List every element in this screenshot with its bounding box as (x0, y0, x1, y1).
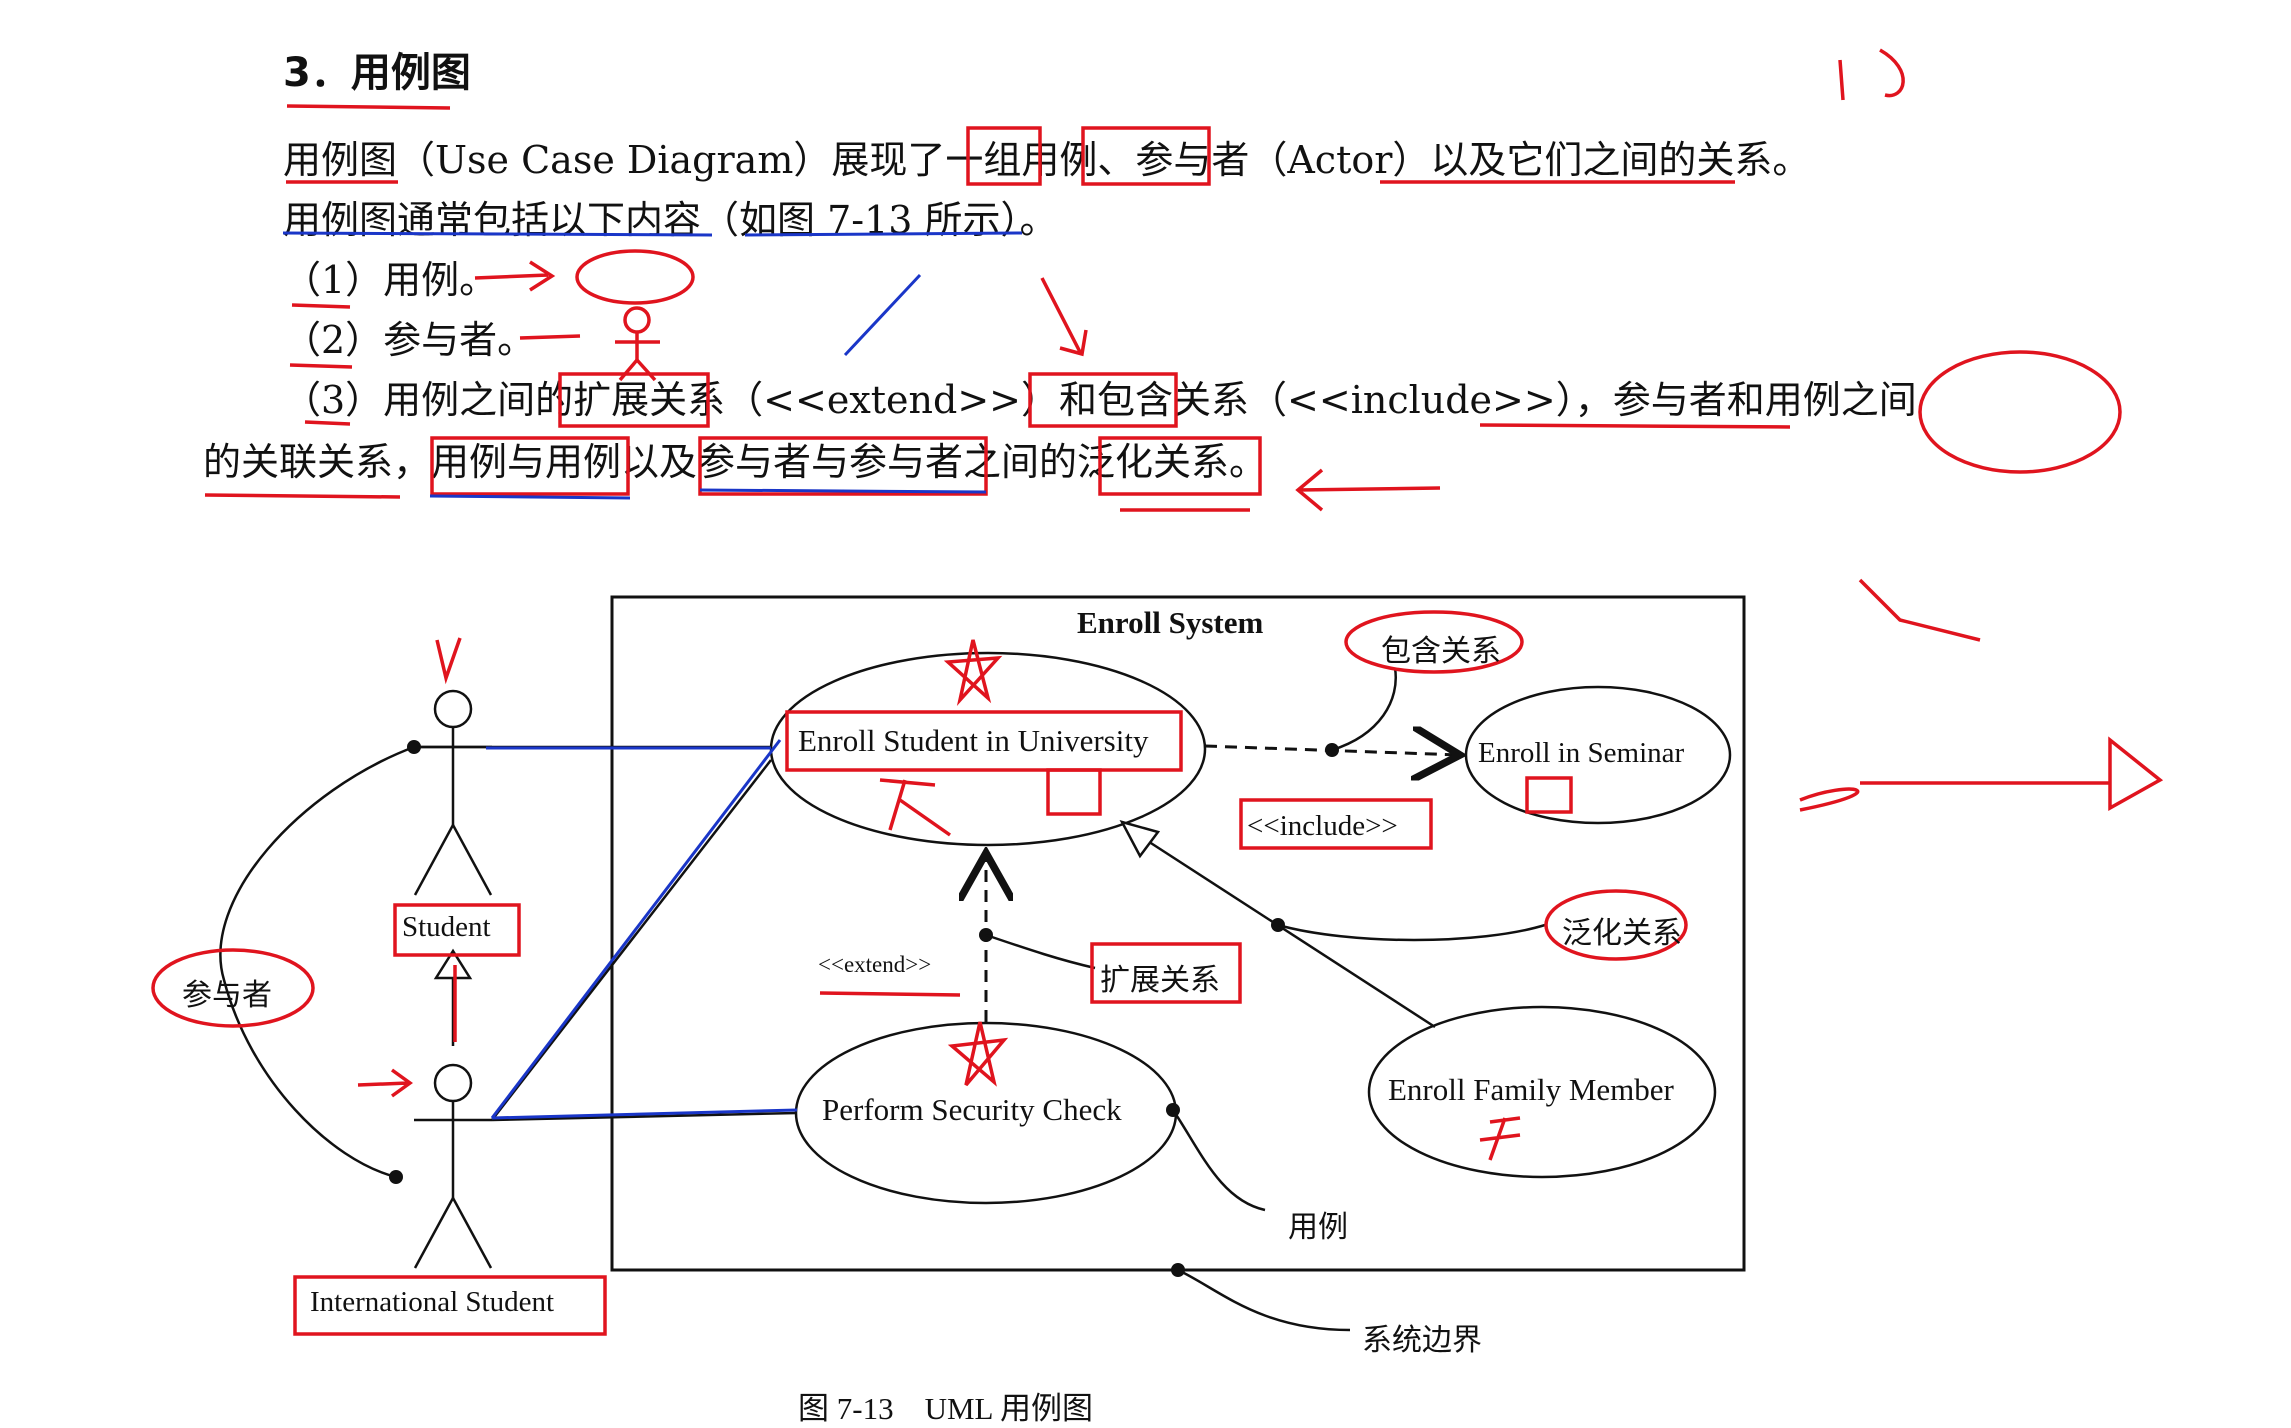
paragraph-line-1: 用例图（Use Case Diagram）展现了一组用例、参与者（Actor）以… (283, 138, 1811, 182)
blue-annotations (282, 231, 1023, 1120)
include-stereotype: <<include>> (1247, 810, 1398, 842)
figure-caption: 图 7-13 UML 用例图 (798, 1391, 1094, 1426)
callout-use-case: 用例 (1288, 1210, 1348, 1245)
use-case-label-enroll-seminar: Enroll in Seminar (1478, 737, 1685, 769)
generalization-line (1139, 834, 1436, 1029)
use-case-label-enroll-university: Enroll Student in University (798, 723, 1149, 758)
list-item-actor: （2）参与者。 (283, 318, 536, 362)
use-case-family-member (1367, 1005, 1717, 1179)
use-case-label-security-check: Perform Security Check (822, 1092, 1122, 1127)
actor-student-figure (413, 689, 493, 896)
callout-actor: 参与者 (182, 978, 272, 1013)
use-case-label-family-member: Enroll Family Member (1388, 1072, 1674, 1107)
list-item-relations-cont: 的关联关系，用例与用例以及参与者与参与者之间的泛化关系。 (203, 440, 1268, 484)
red-annotations (151, 48, 2164, 1336)
actor-label-student: Student (402, 911, 491, 943)
list-item-use-case: （1）用例。 (283, 258, 498, 302)
system-title: Enroll System (1077, 605, 1264, 640)
list-item-relations: （3）用例之间的扩展关系（<<extend>>）和包含关系（<<include>… (283, 378, 1917, 422)
section-heading: 3．用例图 (283, 50, 471, 96)
actor-label-international-student: International Student (310, 1286, 555, 1318)
actor-international-student-figure (413, 1063, 493, 1269)
callout-system-boundary: 系统边界 (1362, 1323, 1482, 1358)
callout-extend-relation: 扩展关系 (1100, 963, 1220, 998)
extend-stereotype: <<extend>> (818, 952, 932, 977)
callout-include-relation: 包含关系 (1381, 634, 1501, 669)
callout-generalization: 泛化关系 (1562, 916, 1682, 951)
